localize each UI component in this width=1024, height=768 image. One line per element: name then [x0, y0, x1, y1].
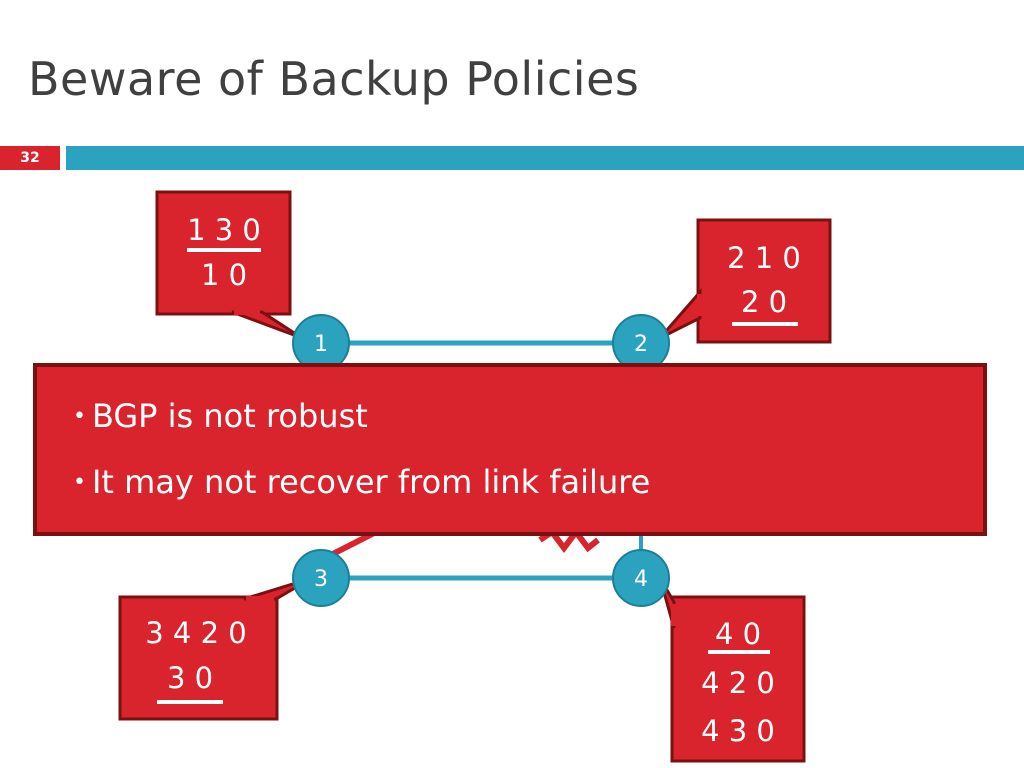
path-1-line-2: 1 0: [201, 258, 247, 292]
node-4-label: 4: [634, 567, 648, 592]
node-3: 3: [292, 549, 350, 607]
node-3-label: 3: [314, 567, 328, 592]
selected-path-underline: [187, 248, 261, 252]
node-1-label: 1: [314, 332, 328, 357]
key-points-banner: •BGP is not robust •It may not recover f…: [33, 363, 987, 536]
path-4-line-1: 4 0: [715, 617, 761, 651]
path-box-node-2: 2 1 0 2 0: [658, 218, 832, 344]
node-2-label: 2: [634, 332, 648, 357]
bullet-dot-icon: •: [73, 470, 86, 495]
path-box-node-3: 3 4 2 0 3 0: [118, 576, 313, 721]
path-1-line-1: 1 3 0: [187, 213, 261, 247]
header-accent-bar: [66, 146, 1024, 170]
path-box-node-4: 4 0 4 2 0 4 3 0: [658, 577, 806, 763]
path-2-line-2: 2 0: [741, 285, 787, 319]
path-3-line-2: 3 0: [167, 661, 213, 695]
banner-bullet-2-text: It may not recover from link failure: [91, 463, 651, 501]
path-4-line-2: 4 2 0: [701, 666, 775, 700]
path-box-node-1: 1 3 0 1 0: [155, 190, 303, 340]
path-3-line-1: 3 4 2 0: [145, 616, 246, 650]
node-4: 4: [612, 549, 670, 607]
path-2-line-1: 2 1 0: [727, 241, 801, 275]
banner-bullet-1: •BGP is not robust: [73, 397, 368, 435]
selected-path-underline: [157, 700, 223, 704]
node-1: 1: [292, 314, 350, 372]
page-number-badge: 32: [0, 146, 60, 170]
page-number: 32: [20, 150, 40, 166]
selected-path-underline: [732, 322, 798, 326]
selected-path-underline: [708, 650, 770, 654]
path-4-line-3: 4 3 0: [701, 714, 775, 748]
slide-title: Beware of Backup Policies: [28, 52, 640, 106]
bullet-dot-icon: •: [73, 404, 86, 429]
banner-bullet-1-text: BGP is not robust: [91, 397, 368, 435]
banner-bullet-2: •It may not recover from link failure: [73, 463, 650, 501]
